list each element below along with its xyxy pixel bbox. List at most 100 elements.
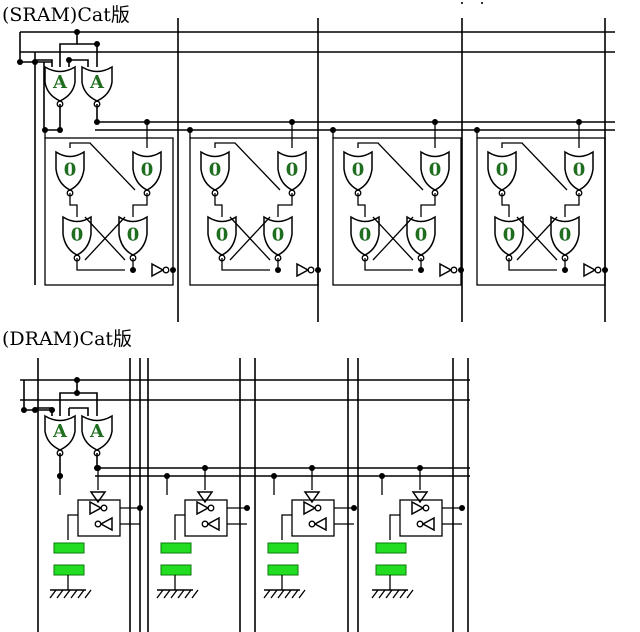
ground-hatch [371, 589, 379, 599]
ground-hatch [378, 589, 386, 599]
ground-hatch [163, 589, 171, 599]
gate-body [200, 150, 230, 191]
wire [364, 258, 413, 271]
gate-body [564, 150, 594, 191]
cell-frame [476, 137, 606, 286]
buffer-triangle [439, 262, 458, 278]
buffer-triangle [303, 491, 321, 504]
junction-dot [271, 473, 277, 479]
buffer-triangle [89, 491, 107, 504]
ground-hatch [298, 589, 306, 599]
wire [357, 193, 366, 217]
gate-body [420, 150, 450, 191]
wire [508, 258, 557, 271]
buffer-triangle [151, 262, 170, 278]
junction-dot [562, 267, 568, 273]
dram-title: (DRAM)Cat版 [2, 328, 133, 350]
junction-dot [95, 465, 101, 471]
gate-label: 0 [503, 225, 516, 246]
gate-label: 0 [359, 225, 372, 246]
buffer-body [151, 262, 165, 278]
capacitor-plate-top [53, 542, 85, 554]
gate-body [118, 215, 148, 256]
latch-gate-bottom-right: 0 [118, 215, 148, 262]
wire [59, 32, 78, 67]
junction-dot [164, 473, 170, 479]
gate-label: 0 [415, 225, 428, 246]
gate-body [487, 150, 517, 191]
cross-wire [69, 142, 136, 191]
ground-symbol [156, 589, 199, 599]
gate-body [277, 150, 307, 191]
sram-cell-3: 0 0 0 0 [330, 119, 464, 286]
latch-gate-bottom-left: 0 [207, 215, 237, 262]
cross-wire [501, 142, 568, 191]
gate-label: 0 [216, 225, 229, 246]
buffer-body [411, 491, 429, 504]
gate-label: A [89, 72, 105, 93]
transfer-frame [184, 499, 228, 537]
gate-label: A [89, 421, 105, 442]
ground-hatch [56, 589, 64, 599]
gate-body [62, 215, 92, 256]
latch-gate-top-right: 0 [420, 150, 450, 197]
junction-dot [309, 465, 315, 471]
ground-hatch [49, 589, 57, 599]
latch-gate-top-left: 0 [487, 150, 517, 197]
ground-hatch [177, 589, 185, 599]
junction-dot [137, 505, 143, 511]
gate-label: A [52, 72, 68, 93]
junction-dot [74, 390, 80, 396]
ground-hatch [184, 589, 192, 599]
dram-cell-4 [371, 465, 465, 599]
junction-dot [21, 407, 27, 413]
buffer-body [89, 500, 103, 516]
ground-hatch [406, 589, 414, 599]
gate-body [406, 215, 436, 256]
ground-hatch [291, 589, 299, 599]
junction-dot [602, 267, 608, 273]
wire [76, 258, 125, 271]
buffer-body [583, 262, 597, 278]
gate-body [494, 215, 524, 256]
junction-dot [32, 407, 38, 413]
gate-label: 0 [64, 160, 77, 181]
inverter-bubble [422, 504, 430, 512]
junction-dot [417, 465, 423, 471]
inverter-bubble [416, 520, 424, 528]
wire [501, 193, 510, 217]
latch-gate-bottom-left: 0 [494, 215, 524, 262]
wire [67, 514, 78, 540]
wire [281, 514, 292, 540]
junction-dot [57, 473, 63, 479]
ground-symbol [263, 589, 306, 599]
wire [69, 407, 89, 416]
wire [277, 193, 293, 217]
latch-gate-bottom-left: 0 [62, 215, 92, 262]
junction-dot [576, 119, 582, 125]
latch-gate-top-left: 0 [343, 150, 373, 197]
junction-dot [74, 377, 80, 383]
gate-body [132, 150, 162, 191]
latch-gate-top-right: 0 [132, 150, 162, 197]
capacitor-plate-top [375, 542, 407, 554]
junction-dot [458, 267, 464, 273]
wire [69, 59, 89, 67]
ground-hatch [392, 589, 400, 599]
gate-label: 0 [127, 225, 140, 246]
capacitor-plate-bottom [375, 564, 407, 576]
buffer-body [196, 500, 210, 516]
wire [77, 43, 98, 67]
buffer-triangle [94, 516, 113, 532]
cross-wire [84, 216, 126, 261]
junction-dot [94, 119, 100, 125]
transfer-frame [77, 499, 121, 537]
junction-dot [130, 267, 136, 273]
buffer-triangle [196, 500, 215, 516]
gate-label: 0 [559, 225, 572, 246]
gate-label: 0 [352, 160, 365, 181]
gate-label: 0 [209, 160, 222, 181]
